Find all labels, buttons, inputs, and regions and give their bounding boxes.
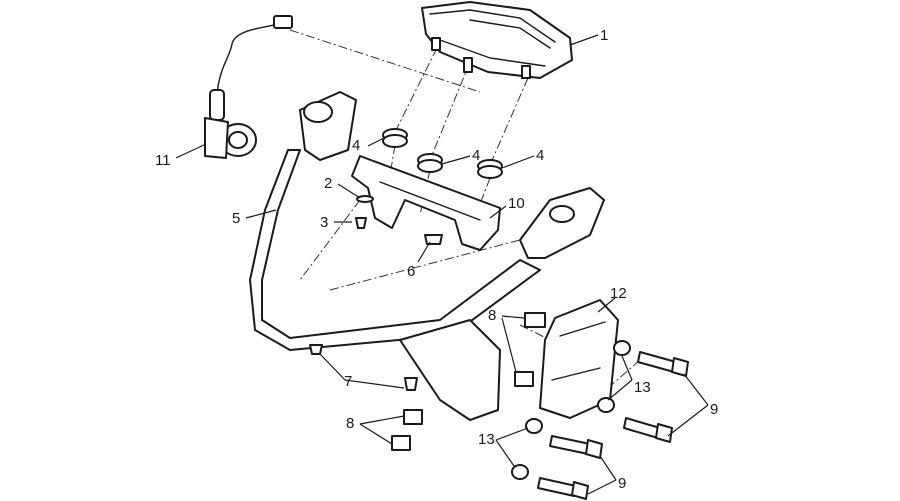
callout-4c: 4 xyxy=(536,147,544,164)
callout-labels: 1 2 3 4 4 4 5 6 7 8 8 9 9 10 11 12 13 13 xyxy=(155,27,718,492)
callout-4a: 4 xyxy=(352,137,360,154)
callout-2: 2 xyxy=(324,175,332,192)
small-fasteners xyxy=(309,195,546,451)
callout-13b: 13 xyxy=(478,431,495,448)
callout-6: 6 xyxy=(407,263,415,280)
callout-10: 10 xyxy=(508,195,525,212)
callout-3: 3 xyxy=(320,214,328,231)
callout-7: 7 xyxy=(344,373,352,390)
callout-11: 11 xyxy=(155,152,171,169)
callout-13a: 13 xyxy=(634,379,651,396)
main-bracket xyxy=(249,91,605,421)
rubber-grommets xyxy=(382,128,503,179)
callout-8b: 8 xyxy=(346,415,354,432)
callout-12: 12 xyxy=(610,285,627,302)
callout-4b: 4 xyxy=(472,147,480,164)
callout-9b: 9 xyxy=(618,475,626,492)
leader-lines xyxy=(175,34,709,495)
callout-8a: 8 xyxy=(488,307,496,324)
callout-1: 1 xyxy=(600,27,608,44)
speed-sensor xyxy=(204,15,293,159)
instrument-cluster xyxy=(421,1,573,79)
mount-plate xyxy=(351,155,501,251)
bolts xyxy=(537,351,689,500)
washers xyxy=(511,340,631,480)
side-bracket xyxy=(539,299,619,419)
callout-5: 5 xyxy=(232,210,240,227)
callout-9a: 9 xyxy=(710,401,718,418)
